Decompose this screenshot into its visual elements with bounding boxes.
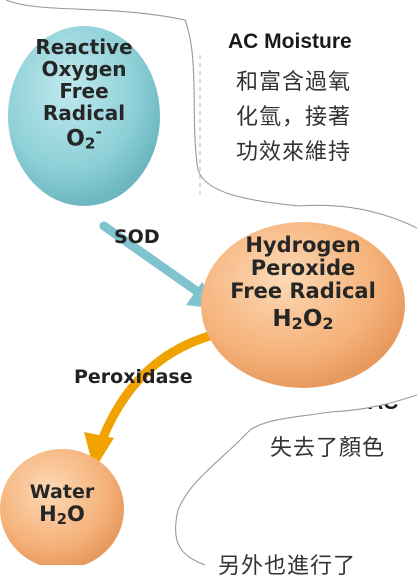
water-formula: H2O: [39, 501, 85, 528]
hydrogen-peroxide-label: Hydrogen Peroxide Free Radical H2O2: [203, 233, 403, 334]
torn-edge-top: [5, 0, 417, 229]
diagram-graphics: [0, 0, 417, 565]
water-label: Water H2O: [2, 482, 122, 528]
reactive-oxygen-label: Reactive Oxygen Free Radical O2-: [8, 36, 160, 152]
paragraph-top-line-3: 功效來維持: [236, 140, 352, 165]
sod-label: SOD: [114, 226, 160, 248]
water-node: [0, 449, 124, 565]
paragraph-mid: 失去了顏色: [270, 436, 386, 461]
heading-top: AC Moisture: [228, 30, 352, 53]
paragraph-top-line-2: 化氫，接著: [236, 105, 352, 130]
hydrogen-peroxide-formula: H2O2: [272, 306, 334, 334]
paragraph-top-line-1: 和富含過氧: [236, 70, 352, 95]
reactive-oxygen-formula: O2-: [66, 123, 102, 153]
hydrogen-peroxide-node: [201, 222, 405, 388]
reactive-oxygen-node: [8, 26, 160, 206]
sod-arrow-shaft: [99, 221, 203, 297]
peroxidase-label: Peroxidase: [74, 366, 193, 388]
torn-edge-bottom: [174, 394, 417, 565]
